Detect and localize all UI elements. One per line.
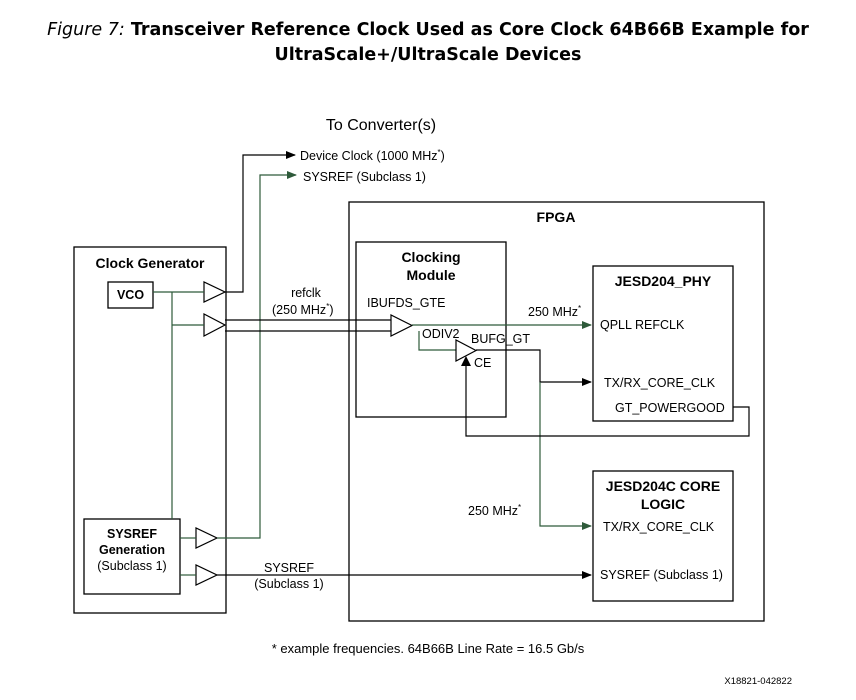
freq-phy-label: 250 MHz* [528, 304, 581, 319]
gt-powergood-label: GT_POWERGOOD [615, 401, 725, 415]
figure-number: Figure 7: [47, 20, 125, 40]
sysref-gen-line-1: SYSREF [107, 527, 157, 541]
jesd204-phy-title: JESD204_PHY [615, 273, 712, 289]
caption-title-line-2: UltraScale+/UltraScale Devices [274, 45, 582, 65]
converter-sysref-buffer-icon [195, 527, 219, 549]
device-clock-buffer-icon [203, 281, 227, 303]
clocking-module-line-2: Module [407, 267, 456, 283]
odiv2-label: ODIV2 [422, 327, 460, 341]
core-logic-title-line-2: LOGIC [641, 496, 685, 512]
gt-powergood-feedback-wire [465, 362, 750, 437]
clock-generator-title: Clock Generator [96, 255, 205, 271]
sysref-generation-box [83, 518, 181, 595]
bufg-gt-buffer-icon [455, 339, 478, 362]
converter-sysref-label: SYSREF (Subclass 1) [303, 170, 426, 184]
refclk-wires [225, 319, 391, 332]
core-logic-core-clk-wire [539, 382, 592, 530]
footnote: * example frequencies. 64B66B Line Rate … [271, 641, 585, 656]
phy-core-clk-wire [476, 349, 592, 386]
refclk-buffer-icon [203, 313, 227, 337]
clock-generator-box [73, 246, 227, 614]
phy-core-clk-label: TX/RX_CORE_CLK [604, 376, 716, 390]
jesd204c-core-logic-box [592, 470, 734, 602]
sysref-label-line-2: (Subclass 1) [254, 577, 323, 591]
sysref-label-line-1: SYSREF [264, 561, 314, 575]
refclk-label-line-1: refclk [291, 286, 322, 300]
core-logic-core-clk-label: TX/RX_CORE_CLK [603, 520, 715, 534]
device-clock-label: Device Clock (1000 MHz*) [300, 148, 445, 163]
converter-sysref-wire [217, 171, 297, 539]
refclk-label-line-2: (250 MHz*) [272, 302, 333, 317]
clocking-module-box [355, 241, 507, 418]
freq-core-label: 250 MHz* [468, 503, 521, 518]
caption-line-1: Figure 7: Transceiver Reference Clock Us… [0, 18, 856, 43]
odiv2-wire [418, 331, 456, 351]
ce-arrow-icon [461, 356, 471, 366]
jesd204-phy-box [592, 265, 734, 422]
fpga-title: FPGA [537, 209, 576, 225]
core-logic-title-line-1: JESD204C CORE [606, 478, 720, 494]
caption-title-line-1: Transceiver Reference Clock Used as Core… [130, 20, 809, 40]
ibufds-gte-buffer-icon [390, 314, 414, 337]
fpga-box [348, 201, 765, 622]
to-converters-heading: To Converter(s) [326, 117, 436, 134]
sysref-gen-line-3: (Subclass 1) [97, 559, 166, 573]
ce-label: CE [474, 356, 491, 370]
bufg-gt-label: BUFG_GT [471, 332, 530, 346]
fpga-sysref-buffer-icon [195, 564, 219, 586]
vco-label: VCO [117, 288, 144, 302]
clock-generator-wiring [153, 291, 204, 576]
document-id: X18821-042822 [724, 676, 792, 687]
device-clock-wire [225, 151, 296, 293]
ibufds-gte-label: IBUFDS_GTE [367, 296, 446, 310]
figure-caption: Figure 7: Transceiver Reference Clock Us… [0, 18, 856, 68]
sysref-gen-line-2: Generation [99, 543, 165, 557]
clocking-module-line-1: Clocking [401, 249, 460, 265]
core-logic-sysref-label: SYSREF (Subclass 1) [600, 568, 723, 582]
vco-box [107, 281, 154, 309]
qpll-refclk-label: QPLL REFCLK [600, 318, 685, 332]
